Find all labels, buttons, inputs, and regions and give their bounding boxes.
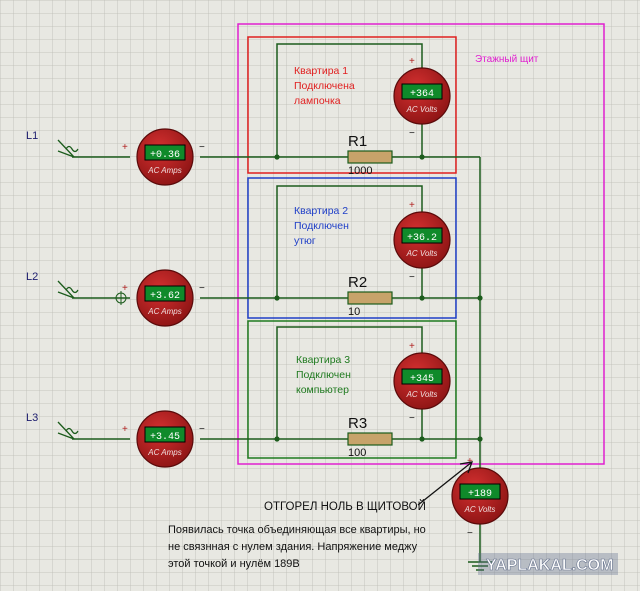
apartment-3-title: Квартира 3 bbox=[296, 354, 350, 366]
ammeter-l1-display bbox=[144, 144, 186, 161]
ammeter-l3: +3.45 AC Amps + − bbox=[122, 410, 205, 468]
voltmeter-apartment-1: +364 AC Volts + − bbox=[393, 56, 451, 139]
voltmeter-apartment-2-minus-sign: − bbox=[409, 272, 415, 283]
ammeter-l3-display bbox=[144, 426, 186, 443]
meters: +364 AC Volts + − +36.2 AC Volts + − +345 AC Volt… bbox=[122, 56, 509, 539]
ammeter-l2: +3.62 AC Amps + − bbox=[122, 269, 205, 327]
ammeter-l2-minus-sign: − bbox=[199, 283, 205, 294]
resistor-r1-value: 1000 bbox=[348, 165, 372, 177]
apartment-2-line2: Подключен bbox=[294, 220, 349, 232]
resistor-r3-value: 100 bbox=[348, 447, 366, 459]
annotation-title: ОТГОРЕЛ НОЛЬ В ЩИТОВОЙ bbox=[264, 500, 426, 513]
voltmeter-apartment-2: +36.2 AC Volts + − bbox=[393, 200, 451, 283]
voltmeter-apartment-3-unit: AC Volts bbox=[406, 390, 438, 399]
apartment-3-box bbox=[247, 320, 457, 459]
annotation-arrow bbox=[417, 461, 473, 506]
voltmeter-apartment-1-unit: AC Volts bbox=[406, 105, 438, 114]
apartment-2-title: Квартира 2 bbox=[294, 205, 348, 217]
voltmeter-apartment-3-display bbox=[401, 368, 443, 385]
voltmeter-apartment-1-value: +364 bbox=[410, 89, 434, 100]
phase-l2-label: L2 bbox=[26, 271, 38, 283]
voltmeter-apartment-3: +345 AC Volts + − bbox=[393, 341, 451, 424]
ammeter-l2-unit: AC Amps bbox=[147, 307, 182, 316]
ammeter-l3-minus-sign: − bbox=[199, 424, 205, 435]
resistor-r2-value: 10 bbox=[348, 306, 360, 318]
watermark-text: YAPLAKAL.COM bbox=[486, 557, 613, 574]
wires bbox=[72, 43, 492, 571]
annotation-line-2: не связнная с нулем здания. Напряжение м… bbox=[168, 541, 418, 553]
resistor-r3-name: R3 bbox=[348, 415, 367, 432]
ammeter-l2-display bbox=[144, 285, 186, 302]
ammeter-l2-value: +3.62 bbox=[150, 291, 180, 302]
junction-dots bbox=[274, 154, 483, 442]
apartment-1-line3: лампочка bbox=[294, 95, 341, 107]
panel-title: Этажный щит bbox=[475, 54, 539, 65]
voltmeter-apartment-3-value: +345 bbox=[410, 374, 434, 385]
apartment-1-title: Квартира 1 bbox=[294, 65, 348, 77]
apartment-3-line3: компьютер bbox=[296, 384, 349, 396]
voltmeter-neutral: +189 AC Volts + − bbox=[451, 456, 509, 539]
resistor-r1-name: R1 bbox=[348, 133, 367, 150]
ammeter-l3-unit: AC Amps bbox=[147, 448, 182, 457]
resistor-r2 bbox=[347, 291, 393, 305]
apartment-2-line3: утюг bbox=[294, 235, 316, 247]
ammeter-l1: +0.36 AC Amps + − bbox=[122, 128, 205, 186]
ammeter-l1-plus-sign: + bbox=[122, 142, 128, 153]
ammeter-l1-value: +0.36 bbox=[150, 150, 180, 161]
source-l2-symbol bbox=[57, 280, 79, 299]
source-l1-symbol bbox=[57, 139, 79, 158]
apartment-2-box bbox=[247, 177, 457, 319]
voltmeter-neutral-plus-sign: + bbox=[467, 456, 473, 467]
resistors bbox=[347, 150, 393, 446]
voltmeter-neutral-display bbox=[459, 483, 501, 500]
voltmeter-apartment-2-unit: AC Volts bbox=[406, 249, 438, 258]
resistor-r3 bbox=[347, 432, 393, 446]
voltmeter-apartment-1-minus-sign: − bbox=[409, 128, 415, 139]
ammeter-l1-minus-sign: − bbox=[199, 142, 205, 153]
phase-l3-label: L3 bbox=[26, 412, 38, 424]
voltmeter-apartment-3-minus-sign: − bbox=[409, 413, 415, 424]
ammeter-l3-plus-sign: + bbox=[122, 424, 128, 435]
apartment-1-line2: Подключена bbox=[294, 80, 355, 92]
voltmeter-apartment-3-plus-sign: + bbox=[409, 341, 415, 352]
annotation-line-3: этой точкой и нулём 189В bbox=[168, 558, 300, 570]
annotation-line-1: Появилась точка объединяющая все квартир… bbox=[168, 524, 426, 536]
voltmeter-neutral-minus-sign: − bbox=[467, 528, 473, 539]
phase-l1-label: L1 bbox=[26, 130, 38, 142]
ammeter-l1-unit: AC Amps bbox=[147, 166, 182, 175]
phase-sources bbox=[57, 139, 79, 440]
voltmeter-neutral-value: +189 bbox=[468, 489, 492, 500]
voltmeter-apartment-1-plus-sign: + bbox=[409, 56, 415, 67]
apartment-3-line2: Подключен bbox=[296, 369, 351, 381]
source-l3-symbol bbox=[57, 421, 79, 440]
apartment-1-box bbox=[247, 36, 457, 174]
voltmeter-apartment-1-display bbox=[401, 83, 443, 100]
watermark: YAPLAKAL.COM bbox=[478, 553, 618, 575]
probe-marker bbox=[114, 291, 128, 305]
resistor-r2-name: R2 bbox=[348, 274, 367, 291]
voltmeter-apartment-2-value: +36.2 bbox=[407, 233, 437, 244]
voltmeter-neutral-unit: AC Volts bbox=[464, 505, 496, 514]
ammeter-l2-plus-sign: + bbox=[122, 283, 128, 294]
voltmeter-apartment-2-display bbox=[401, 227, 443, 244]
voltmeter-apartment-2-plus-sign: + bbox=[409, 200, 415, 211]
resistor-r1 bbox=[347, 150, 393, 164]
floor-panel-border bbox=[237, 23, 605, 465]
ammeter-l3-value: +3.45 bbox=[150, 432, 180, 443]
